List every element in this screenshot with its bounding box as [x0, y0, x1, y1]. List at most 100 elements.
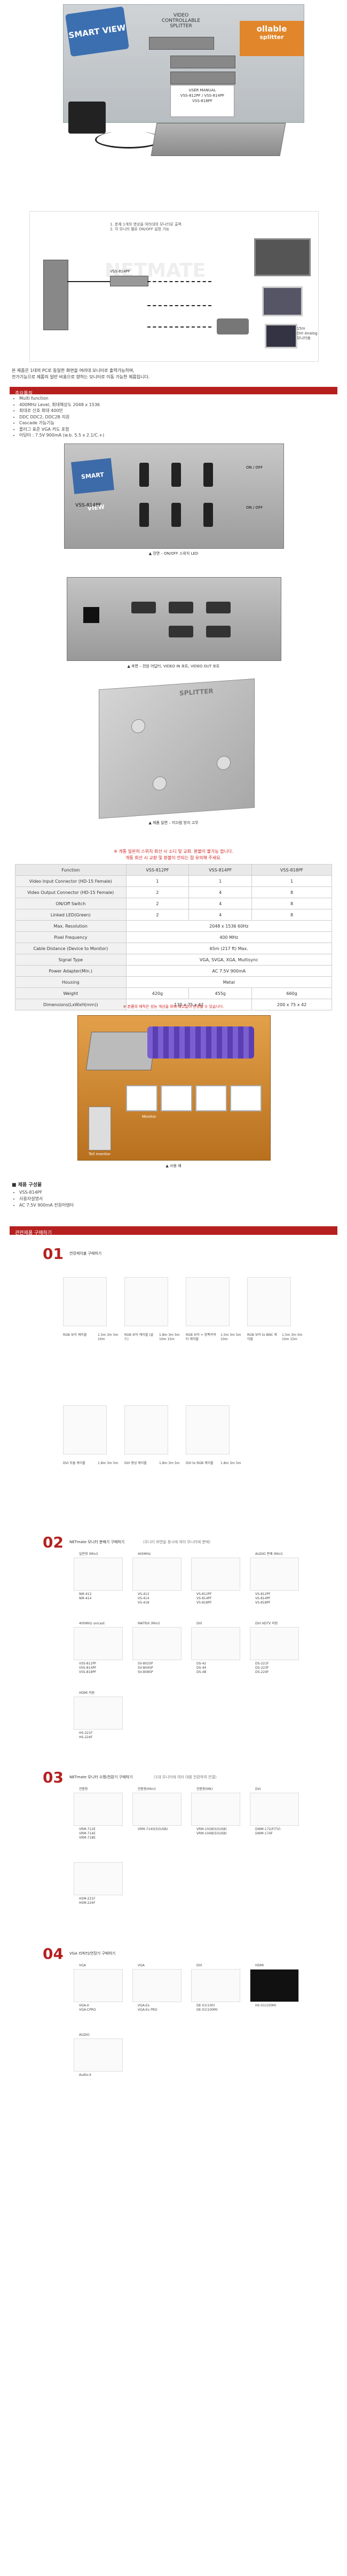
model-name: HS-01(100M)	[255, 2004, 277, 2007]
usage-monitor	[195, 1085, 227, 1111]
model-name: HSM-221F	[79, 1897, 96, 1901]
product-thumb[interactable]	[250, 1627, 299, 1660]
model-name: HS-224F	[79, 1736, 93, 1739]
product-thumb[interactable]	[250, 1558, 299, 1591]
spec-table: Function VSS-812PF VSS-814PF VSS-818PF V…	[15, 864, 333, 1010]
product-thumb[interactable]	[74, 2038, 123, 2072]
model-name: DS-48	[196, 1670, 207, 1674]
model-name: VRM-714E	[79, 1832, 96, 1835]
vga-port	[206, 626, 231, 637]
side-caption: ▲ 제품 일면 – 미끄럼 방지 고무	[148, 821, 199, 825]
spec-key: Signal Type	[15, 954, 127, 966]
front-switch[interactable]	[171, 463, 181, 487]
cable-item[interactable]	[247, 1277, 291, 1326]
vga-port	[169, 602, 193, 613]
spec-cell: 8	[251, 886, 332, 898]
model-name: DWM-172/F(TV)	[255, 1827, 281, 1831]
model-name: VS-814PF	[255, 1597, 271, 1600]
diagram-note-line2: 2. 각 모니터 별로 ON/OFF 설정 가능	[110, 227, 170, 231]
spec-cell: 400 MHz	[125, 931, 333, 943]
cable-item[interactable]	[124, 1277, 168, 1326]
spec-key: Cable Distance (Device to Monitor)	[15, 943, 127, 954]
spec-cell: 200 x 75 x 42	[251, 999, 332, 1010]
usage-diagram: 1. 본체 1개의 영상을 여러대의 모니터로 출력 2. 각 모니터 별로 O…	[29, 211, 319, 362]
model-name: VRM-102B(S)(USB)	[196, 1827, 227, 1831]
notice-line1: ※ 개통 일본의 스위치 회선 시 소디 및 교회. 환불이 불가능 합니다.	[114, 849, 233, 854]
notice: ※ 개통 일본의 스위치 회선 시 소디 및 교회. 환불이 불가능 합니다. …	[0, 849, 347, 861]
spec-row: Dimensions(LxWxH(mm)) 130 x 75 x 42 200 …	[15, 999, 332, 1010]
vga-port	[131, 602, 156, 613]
front-model: VSS-814PF	[75, 503, 101, 508]
spec-row: Linked LED(Green) 2 4 8	[15, 909, 332, 921]
spec-footnote: ※ 본품의 제작은 성능 개선을 위해 예고없이 변경될 수 있습니다.	[123, 1005, 224, 1009]
product-thumb[interactable]	[132, 1793, 182, 1826]
section-title: 연장케이블 구매하기	[69, 1251, 102, 1256]
product-thumb[interactable]	[191, 1969, 240, 2002]
product-thumb[interactable]	[74, 1558, 123, 1591]
spec-header-cell: VSS-818PF	[251, 864, 332, 876]
group-label: 전환용	[79, 1787, 88, 1791]
spec-cell: 455g	[188, 987, 253, 999]
intro-line1: 본 제품은 1대의 PC로 동일한 화면을 여러대 모니터로 출력가능하며,	[12, 368, 135, 373]
front-switch[interactable]	[171, 503, 181, 527]
product-thumb[interactable]	[74, 1862, 123, 1895]
model-name: VS-812PF	[255, 1592, 271, 1596]
product-thumb[interactable]	[74, 1793, 123, 1826]
product-thumb[interactable]	[250, 1793, 299, 1826]
usage-monitor	[126, 1085, 157, 1111]
product-thumb[interactable]	[74, 1627, 123, 1660]
cable-item[interactable]	[63, 1277, 107, 1326]
cable-item[interactable]	[186, 1405, 230, 1454]
product-thumb[interactable]	[132, 1969, 182, 2002]
cable-item[interactable]	[186, 1277, 230, 1326]
model-name: VRM-714S(S)(USB)	[138, 1827, 168, 1831]
front-switch[interactable]	[139, 503, 149, 527]
spec-cell: 1	[125, 875, 190, 887]
spec-cell: 4	[188, 886, 253, 898]
diagram-splitter	[110, 276, 148, 286]
group-label: MATRIX (Mini)	[138, 1622, 160, 1625]
product-thumb[interactable]	[191, 1627, 240, 1660]
box-title-line1: VIDEO	[173, 13, 189, 18]
cable-lengths: 1.8m 3m 5m 10m 15m	[159, 1333, 180, 1341]
box-title-line3: SPLITTER	[170, 24, 192, 29]
back-caption: ▲ 후면 – 전원 어답터, VIDEO IN 포트, VIDEO OUT 포트	[127, 664, 220, 668]
product-thumb[interactable]	[74, 1969, 123, 2002]
front-switch[interactable]	[139, 463, 149, 487]
spec-cell: 660g	[251, 987, 332, 999]
power-jack	[83, 607, 99, 623]
product-thumb[interactable]	[74, 1696, 123, 1730]
feature-item: 어답터 : 7.5V 900mA (w.b. 5.5 x 2.1/C.+)	[19, 432, 104, 439]
group-label: DVI HDTV 지원	[255, 1622, 278, 1625]
rubber-foot	[153, 776, 167, 791]
product-thumb[interactable]	[250, 1969, 299, 2002]
box-title-line2: CONTROLLABLE	[161, 18, 201, 24]
group-label: HDMI	[255, 1964, 264, 1967]
rubber-foot	[217, 755, 231, 771]
box-title: VIDEO CONTROLLABLE SPLITTER	[144, 13, 218, 29]
cable-item[interactable]	[124, 1405, 168, 1454]
section-num: 04	[43, 1945, 64, 1963]
product-thumb[interactable]	[132, 1627, 182, 1660]
spec-cell: 1	[188, 875, 253, 887]
box-splitter-1	[149, 37, 214, 50]
monitor-2	[262, 286, 303, 316]
cable-item[interactable]	[63, 1405, 107, 1454]
front-switch[interactable]	[203, 503, 213, 527]
product-thumb[interactable]	[132, 1558, 182, 1591]
model-name: DS-223F	[255, 1666, 269, 1670]
features-list: Multi function 400MHz Level, 최대해상도 2048 …	[12, 395, 104, 439]
section-title: VGA 리피터/연장기 구매하기	[69, 1951, 116, 1956]
usage-caption: ▲ 사용 예	[165, 1164, 182, 1168]
product-thumb[interactable]	[191, 1558, 240, 1591]
diagram-cable-4	[147, 326, 211, 328]
spec-key: Video Output Connector (HD-15 Female)	[15, 886, 127, 898]
model-name: VRM-712E	[79, 1827, 96, 1831]
group-label: DVI	[255, 1787, 261, 1791]
spec-cell: 420g	[125, 987, 190, 999]
spec-cell: 8	[251, 909, 332, 921]
front-switch[interactable]	[203, 463, 213, 487]
spec-header-cell: Function	[15, 864, 127, 876]
product-thumb[interactable]	[191, 1793, 240, 1826]
section-num: 01	[43, 1245, 64, 1263]
